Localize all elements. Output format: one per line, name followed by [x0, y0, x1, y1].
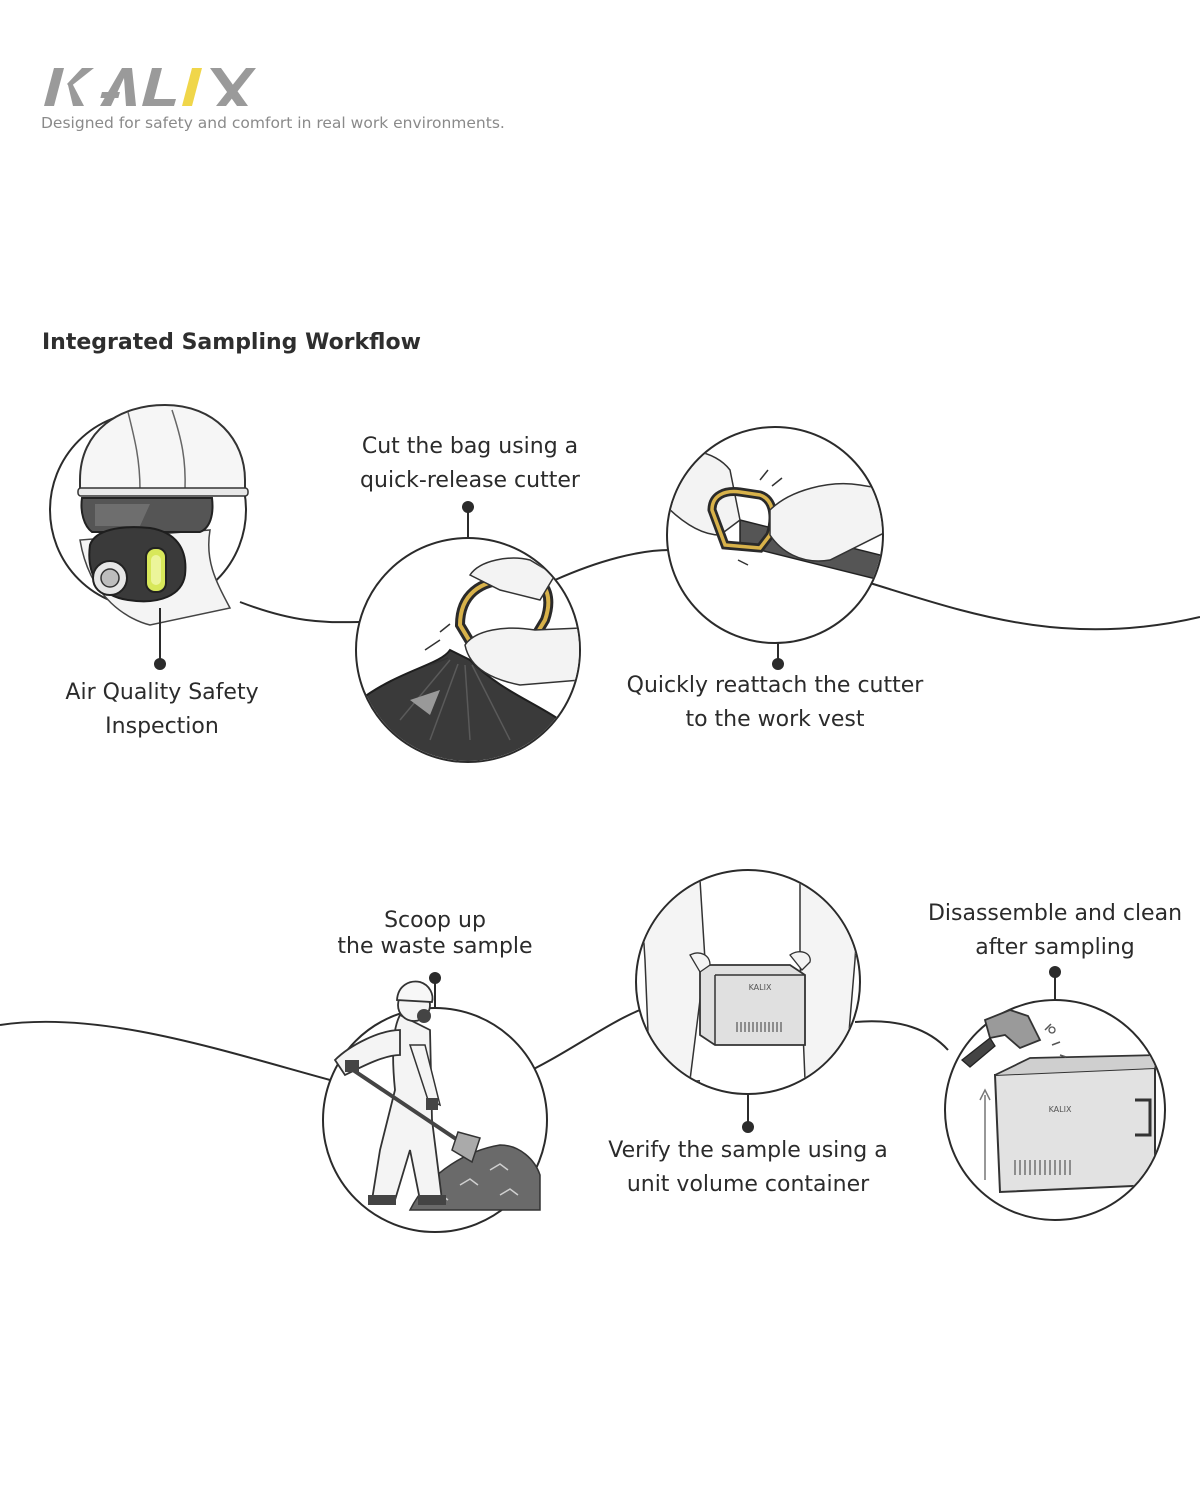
tagline: Designed for safety and comfort in real …: [41, 114, 505, 132]
container-logo: KALIX: [749, 983, 772, 992]
kalix-logo: [44, 68, 256, 106]
container-logo-2: KALIX: [1049, 1105, 1072, 1114]
step-connectors: [159, 508, 1056, 1125]
container-wash-icon: KALIX: [944, 999, 1166, 1221]
workflow-line-top: [239, 549, 1200, 631]
worker-shovel-icon: [322, 980, 548, 1233]
cutter-vest-attach-icon: [666, 426, 884, 644]
bag-cutter-icon: [355, 537, 581, 763]
container-carry-icon: KALIX: [635, 869, 861, 1095]
section-title: Integrated Sampling Workflow: [42, 330, 421, 355]
step-dots: [154, 501, 1061, 1133]
safety-helmet-respirator-icon: [49, 403, 249, 626]
